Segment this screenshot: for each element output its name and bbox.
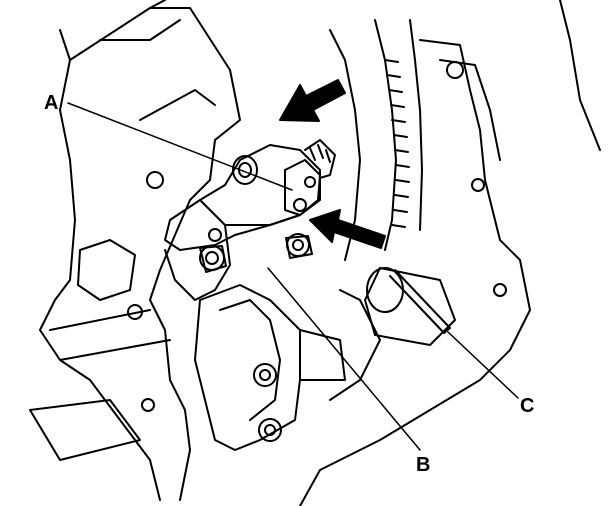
callout-a: A [44, 92, 59, 114]
callout-c: C [520, 395, 535, 417]
engine-block [29, 0, 241, 501]
pivot-arm [284, 139, 336, 216]
push-arrow-icon [279, 79, 346, 122]
auto-tensioner [164, 144, 321, 301]
insert-arrow-icon [309, 209, 386, 249]
callout-b: B [416, 454, 431, 476]
stopper-pin [364, 267, 456, 346]
right-housing [299, 0, 601, 506]
leader-lines [67, 102, 519, 451]
leader-a [67, 102, 293, 191]
leader-c [447, 331, 519, 399]
leader-b [267, 267, 421, 451]
tensioner-bracket [194, 284, 346, 451]
